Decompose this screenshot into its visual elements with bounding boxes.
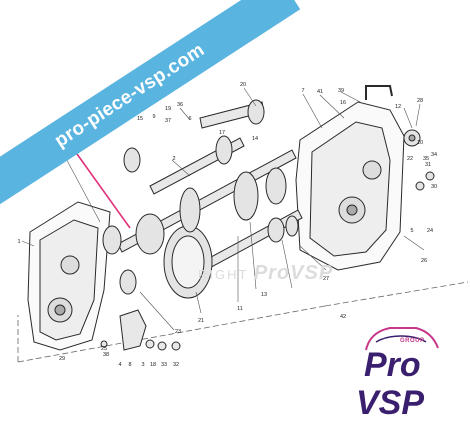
left-housing xyxy=(27,201,111,351)
part-label-20: 20 xyxy=(240,82,246,88)
part-label-13: 13 xyxy=(261,292,267,298)
part-label-26: 26 xyxy=(421,258,427,264)
part-label-14: 14 xyxy=(252,136,258,142)
watermark-brand-text: ProVSP xyxy=(253,262,334,284)
logo-vsp-text: VSP xyxy=(356,384,425,422)
leader-lines xyxy=(21,87,425,331)
part-label-22: 22 xyxy=(407,156,413,162)
part-label-29: 29 xyxy=(59,356,65,362)
part-label-39: 39 xyxy=(338,88,344,94)
part-label-31: 31 xyxy=(425,162,431,168)
part-label-34: 34 xyxy=(431,152,437,158)
part-label-8: 8 xyxy=(128,362,131,368)
pointer-line xyxy=(71,146,131,229)
part-label-4: 4 xyxy=(118,362,121,368)
part-label-38: 38 xyxy=(103,352,109,358)
baseline-dashed xyxy=(17,281,469,363)
car-outline-icon xyxy=(365,327,439,351)
watermark-copyright-text: RIGHT xyxy=(198,267,249,282)
part-label-41: 41 xyxy=(317,89,323,95)
part-label-27: 27 xyxy=(323,276,329,282)
part-label-42: 42 xyxy=(340,314,346,320)
part-label-30: 30 xyxy=(431,184,437,190)
part-label-6: 6 xyxy=(188,116,191,122)
part-label-33: 33 xyxy=(161,362,167,368)
part-label-1: 1 xyxy=(17,239,20,245)
provsp-logo: GROUP Pro VSP xyxy=(346,318,456,430)
part-label-10: 10 xyxy=(417,140,423,146)
part-label-16: 16 xyxy=(340,100,346,106)
part-label-5: 5 xyxy=(410,228,413,234)
part-label-2: 2 xyxy=(172,156,175,162)
part-label-37: 37 xyxy=(165,118,171,124)
part-label-9: 9 xyxy=(152,114,155,120)
part-label-11: 11 xyxy=(237,306,243,312)
part-label-15: 15 xyxy=(137,116,143,122)
part-label-21: 21 xyxy=(198,318,204,324)
part-label-17: 17 xyxy=(219,130,225,136)
part-label-12: 12 xyxy=(395,104,401,110)
part-label-32: 32 xyxy=(173,362,179,368)
part-label-35: 35 xyxy=(423,156,429,162)
part-label-25: 25 xyxy=(101,346,107,352)
watermark: RIGHT ProVSP xyxy=(198,262,333,285)
part-label-24: 24 xyxy=(427,228,433,234)
gears xyxy=(102,99,435,299)
part-label-3: 3 xyxy=(141,362,144,368)
lower-small-parts xyxy=(100,85,393,351)
right-housing xyxy=(295,101,405,271)
part-label-28: 28 xyxy=(417,98,423,104)
part-label-18: 18 xyxy=(150,362,156,368)
part-label-7: 7 xyxy=(301,88,304,94)
part-label-19: 19 xyxy=(165,106,171,112)
logo-group-text: GROUP xyxy=(400,338,425,344)
part-label-36: 36 xyxy=(177,102,183,108)
logo-pro-text: Pro xyxy=(364,346,421,384)
part-label-23: 23 xyxy=(175,329,181,335)
